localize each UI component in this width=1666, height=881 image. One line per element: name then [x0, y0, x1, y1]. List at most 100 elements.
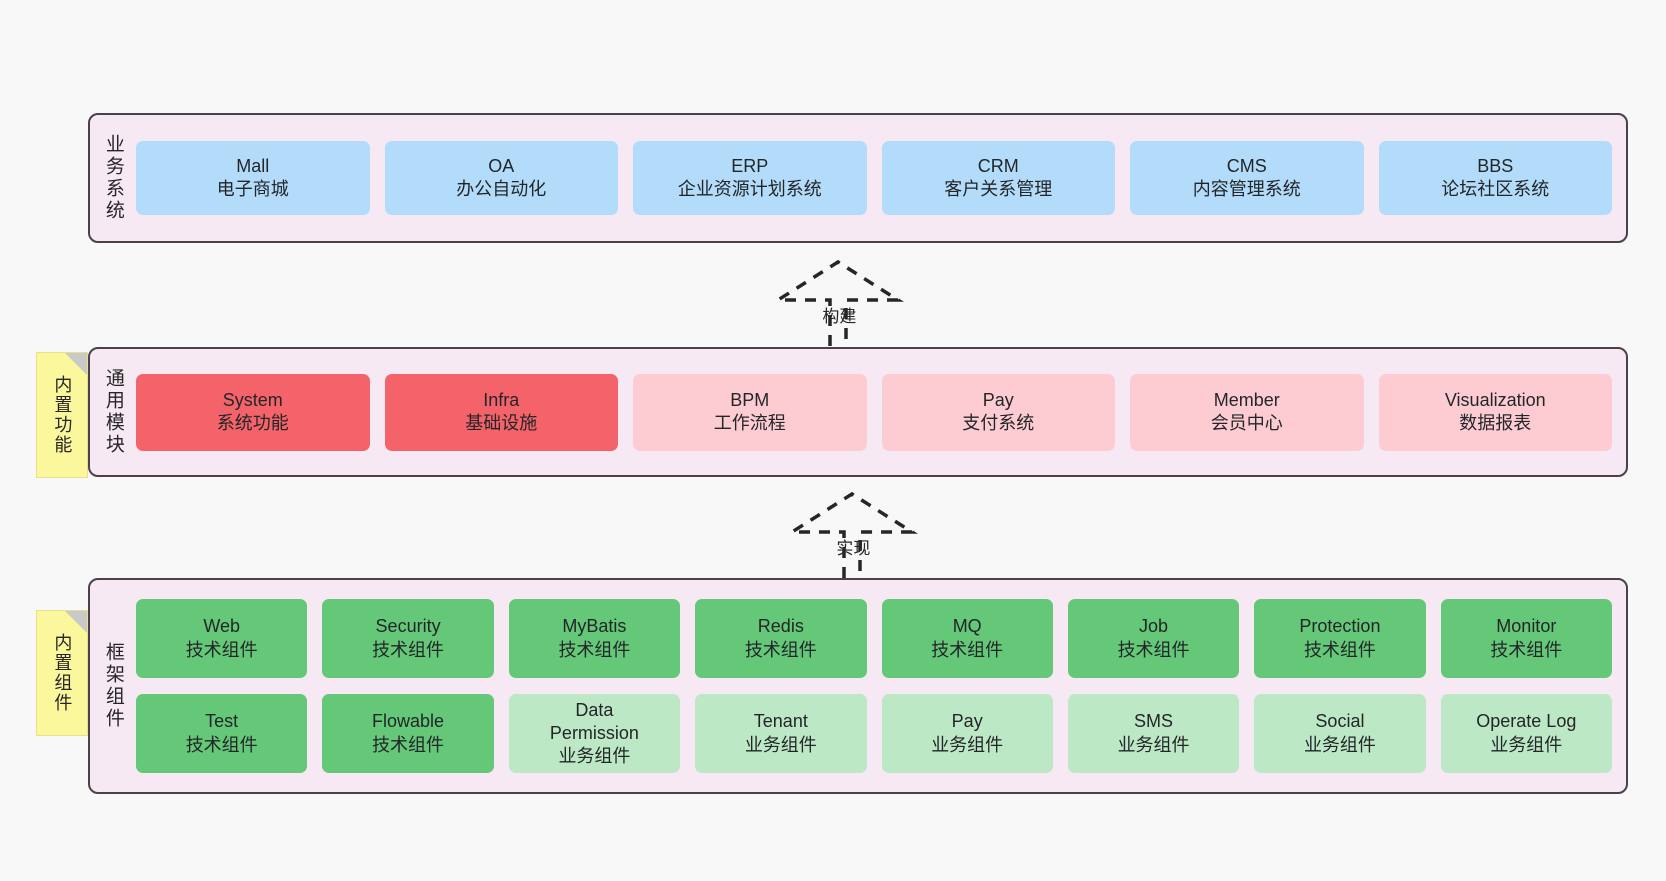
node-mybatis-sub: 技术组件 [558, 639, 631, 660]
node-pay-component[interactable]: Pay 业务组件 [881, 694, 1053, 773]
node-erp[interactable]: ERP 企业资源计划系统 [633, 141, 867, 215]
node-job-name: Job [1139, 616, 1169, 637]
node-redis-name: Redis [757, 616, 804, 637]
layer-title-common-module: 通用模块 [102, 368, 124, 456]
note-builtin-function-label: 内置功能 [52, 375, 73, 455]
node-infra-sub: 基础设施 [465, 413, 538, 433]
connector-build: 构建 [758, 258, 918, 354]
layer-body-framework-component: Web 技术组件 Security 技术组件 MyBatis 技术组件 Redi… [136, 580, 1626, 792]
row-business-systems: Mall 电子商城 OA 办公自动化 ERP 企业资源计划系统 CRM 客户关系… [136, 141, 1612, 215]
node-job[interactable]: Job 技术组件 [1067, 599, 1240, 678]
node-cms[interactable]: CMS 内容管理系统 [1130, 141, 1364, 215]
node-system-name: System [222, 389, 283, 410]
layer-common-module: 通用模块 System 系统功能 Infra 基础设施 BPM 工作流程 Pay… [88, 347, 1628, 477]
node-monitor-name: Monitor [1496, 616, 1557, 637]
node-web-sub: 技术组件 [185, 639, 258, 660]
node-operate-log[interactable]: Operate Log 业务组件 [1440, 694, 1612, 773]
node-web[interactable]: Web 技术组件 [136, 599, 308, 678]
node-member-sub: 会员中心 [1210, 413, 1283, 433]
node-flowable-name: Flowable [372, 711, 445, 732]
node-web-name: Web [203, 616, 241, 637]
node-erp-sub: 企业资源计划系统 [677, 179, 822, 199]
node-infra-name: Infra [483, 389, 520, 410]
node-crm[interactable]: CRM 客户关系管理 [881, 141, 1115, 215]
node-test[interactable]: Test 技术组件 [136, 694, 308, 773]
node-protection[interactable]: Protection 技术组件 [1254, 599, 1426, 678]
node-pay-module-name: Pay [982, 389, 1014, 410]
node-bpm-name: BPM [730, 389, 770, 410]
node-mq-sub: 技术组件 [931, 639, 1004, 660]
node-visualization[interactable]: Visualization 数据报表 [1378, 373, 1612, 451]
node-test-sub: 技术组件 [185, 734, 258, 755]
node-tenant-name: Tenant [753, 711, 808, 732]
node-tenant[interactable]: Tenant 业务组件 [695, 694, 867, 773]
node-monitor-sub: 技术组件 [1490, 639, 1563, 660]
node-social-sub: 业务组件 [1303, 734, 1376, 755]
row-common-modules: System 系统功能 Infra 基础设施 BPM 工作流程 Pay 支付系统… [136, 373, 1612, 451]
node-member-name: Member [1213, 389, 1280, 410]
node-social-name: Social [1315, 711, 1365, 732]
node-pay-component-name: Pay [951, 711, 983, 732]
node-crm-name: CRM [977, 155, 1019, 176]
node-security-sub: 技术组件 [372, 639, 445, 660]
node-oa-sub: 办公自动化 [456, 179, 547, 199]
node-crm-sub: 客户关系管理 [944, 179, 1053, 199]
node-sms[interactable]: SMS 业务组件 [1067, 694, 1240, 773]
node-redis-sub: 技术组件 [744, 639, 817, 660]
node-mq-name: MQ [952, 616, 982, 637]
node-oa[interactable]: OA 办公自动化 [384, 141, 618, 215]
node-cms-name: CMS [1226, 155, 1267, 176]
connector-implement-label: 实现 [836, 539, 871, 558]
node-sms-sub: 业务组件 [1117, 734, 1190, 755]
layer-body-business-system: Mall 电子商城 OA 办公自动化 ERP 企业资源计划系统 CRM 客户关系… [136, 115, 1626, 241]
node-mall[interactable]: Mall 电子商城 [136, 141, 370, 215]
node-member[interactable]: Member 会员中心 [1130, 373, 1364, 451]
node-mybatis[interactable]: MyBatis 技术组件 [508, 599, 681, 678]
node-data-permission-sub: 业务组件 [558, 746, 631, 767]
node-visualization-name: Visualization [1444, 389, 1546, 410]
node-bbs[interactable]: BBS 论坛社区系统 [1378, 141, 1612, 215]
node-mall-sub: 电子商城 [216, 179, 289, 199]
node-security[interactable]: Security 技术组件 [322, 599, 494, 678]
node-protection-sub: 技术组件 [1303, 639, 1376, 660]
node-pay-component-sub: 业务组件 [931, 734, 1004, 755]
node-protection-name: Protection [1299, 616, 1381, 637]
node-test-name: Test [205, 711, 239, 732]
note-builtin-function: 内置功能 [36, 352, 88, 478]
node-social[interactable]: Social 业务组件 [1254, 694, 1426, 773]
node-bbs-name: BBS [1477, 155, 1514, 176]
node-system[interactable]: System 系统功能 [136, 373, 370, 451]
node-bpm[interactable]: BPM 工作流程 [633, 373, 867, 451]
layer-framework-component: 框架组件 Web 技术组件 Security 技术组件 MyBatis 技术组件… [88, 578, 1628, 794]
node-bpm-sub: 工作流程 [713, 413, 786, 433]
node-operate-log-sub: 业务组件 [1490, 734, 1563, 755]
node-operate-log-name: Operate Log [1476, 711, 1577, 732]
connector-implement: 实现 [772, 490, 932, 586]
connector-build-arrow [771, 259, 905, 346]
node-data-permission[interactable]: Data Permission 业务组件 [508, 694, 681, 773]
layer-body-common-module: System 系统功能 Infra 基础设施 BPM 工作流程 Pay 支付系统… [136, 349, 1626, 475]
connector-build-label: 构建 [822, 307, 857, 326]
layer-title-business-system: 业务系统 [102, 134, 124, 222]
layer-business-system: 业务系统 Mall 电子商城 OA 办公自动化 ERP 企业资源计划系统 CRM… [88, 113, 1628, 243]
node-system-sub: 系统功能 [216, 413, 289, 433]
node-redis[interactable]: Redis 技术组件 [695, 599, 867, 678]
node-mybatis-name: MyBatis [562, 616, 627, 637]
row-tech-components: Web 技术组件 Security 技术组件 MyBatis 技术组件 Redi… [136, 599, 1612, 678]
note-builtin-component-label: 内置组件 [52, 633, 73, 713]
node-flowable[interactable]: Flowable 技术组件 [322, 694, 494, 773]
node-flowable-sub: 技术组件 [372, 734, 445, 755]
node-oa-name: OA [488, 155, 515, 176]
node-pay-module[interactable]: Pay 支付系统 [881, 373, 1115, 451]
node-infra[interactable]: Infra 基础设施 [384, 373, 618, 451]
row-business-components: Test 技术组件 Flowable 技术组件 Data Permission … [136, 694, 1612, 773]
node-mq[interactable]: MQ 技术组件 [881, 599, 1053, 678]
note-builtin-component: 内置组件 [36, 610, 88, 736]
connector-implement-arrow [785, 491, 919, 578]
node-mall-name: Mall [236, 155, 270, 176]
node-cms-sub: 内容管理系统 [1192, 179, 1301, 199]
node-monitor[interactable]: Monitor 技术组件 [1440, 599, 1612, 678]
node-erp-name: ERP [731, 155, 769, 176]
node-tenant-sub: 业务组件 [744, 734, 817, 755]
